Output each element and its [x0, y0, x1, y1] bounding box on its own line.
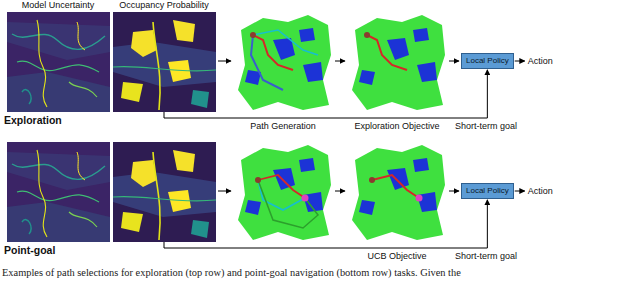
feedback-line	[164, 70, 487, 118]
path-map	[233, 10, 333, 112]
output-label: Action	[528, 56, 553, 66]
policy-box: Local Policy	[461, 183, 514, 199]
feedback-line	[164, 200, 487, 248]
figure-caption: Examples of path selections for explorat…	[2, 267, 461, 279]
row-label: Exploration	[4, 114, 62, 126]
occupancy-map	[113, 12, 216, 112]
step-label: Short-term goal	[455, 251, 517, 261]
box-label: Local Policy	[466, 56, 509, 66]
action-arrow	[515, 191, 525, 192]
occupancy-map	[113, 142, 216, 242]
policy-box: Local Policy	[461, 53, 514, 69]
path-map	[233, 140, 333, 242]
step-label: Model Uncertainty	[22, 0, 95, 10]
step-label: UCB Objective	[367, 251, 426, 261]
step-label: Path Generation	[250, 121, 316, 131]
output-label: Action	[528, 186, 553, 196]
action-arrow	[515, 61, 525, 62]
step-label: Short-term goal	[455, 121, 517, 131]
objective-map	[347, 140, 447, 242]
flow-arrows	[218, 61, 459, 191]
step-label: Occupancy Probability	[119, 0, 209, 10]
objective-map	[347, 10, 447, 112]
uncertainty-map	[7, 142, 110, 242]
row-label: Point-goal	[4, 244, 55, 256]
uncertainty-map	[7, 12, 110, 112]
box-label: Local Policy	[466, 186, 509, 196]
step-label: Exploration Objective	[354, 121, 439, 131]
